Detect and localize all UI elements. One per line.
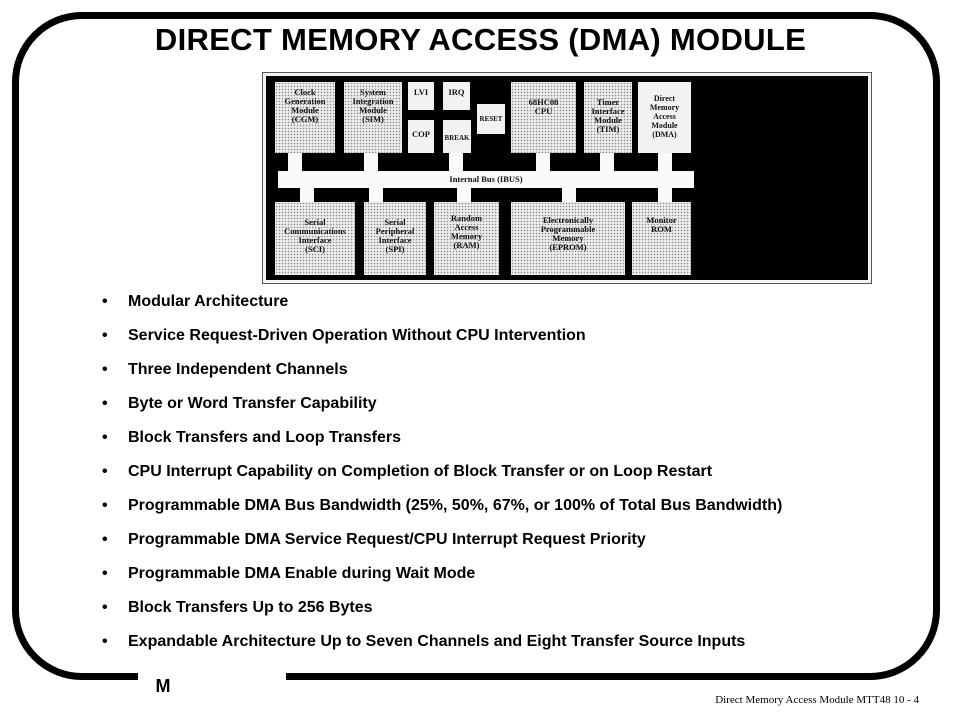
- feature-item: Block Transfers Up to 256 Bytes: [102, 597, 782, 631]
- feature-item: Block Transfers and Loop Transfers: [102, 427, 782, 461]
- feature-item: Three Independent Channels: [102, 359, 782, 393]
- bus-stub: [600, 153, 614, 171]
- feature-item: Programmable DMA Bus Bandwidth (25%, 50%…: [102, 495, 782, 529]
- bus-stub: [449, 153, 463, 171]
- block-irq: IRQ: [443, 82, 470, 110]
- feature-item: CPU Interrupt Capability on Completion o…: [102, 461, 782, 495]
- block-sci: Serial Communications Interface (SCI): [275, 202, 355, 275]
- block-ram: Random Access Memory (RAM): [434, 202, 499, 275]
- block-tim: Timer Interface Module (TIM): [584, 82, 632, 153]
- frame-gap: [138, 672, 286, 686]
- bus-stub: [562, 188, 576, 202]
- feature-item: Byte or Word Transfer Capability: [102, 393, 782, 427]
- feature-item: Service Request-Driven Operation Without…: [102, 325, 782, 359]
- bus-stub: [369, 188, 383, 202]
- bus-stub: [364, 153, 378, 171]
- block-dma: Direct Memory Access Module (DMA): [638, 82, 691, 153]
- block-cop: COP: [408, 120, 434, 153]
- block-eprom: Electronically Programmable Memory (EPRO…: [511, 202, 625, 275]
- block-break: BREAK: [443, 120, 471, 153]
- slide-title: DIRECT MEMORY ACCESS (DMA) MODULE: [154, 22, 807, 57]
- feature-item: Programmable DMA Enable during Wait Mode: [102, 563, 782, 597]
- block-reset: RESET: [477, 104, 505, 134]
- bus-stub: [300, 188, 314, 202]
- diagram-background: Clock Generation Module (CGM) System Int…: [266, 76, 868, 280]
- block-cgm: Clock Generation Module (CGM): [275, 82, 335, 153]
- bus-stub: [288, 153, 302, 171]
- block-monitor-rom: Monitor ROM: [632, 202, 691, 275]
- feature-item: Modular Architecture: [102, 291, 782, 325]
- company-logo: M: [155, 676, 171, 696]
- internal-bus: Internal Bus (IBUS): [278, 171, 694, 188]
- block-lvi: LVI: [408, 82, 434, 110]
- block-sim: System Integration Module (SIM): [344, 82, 402, 153]
- bus-stub: [658, 188, 672, 202]
- block-spi: Serial Peripheral Interface (SPI): [364, 202, 426, 275]
- slide-footer: Direct Memory Access Module MTT48 10 - 4: [715, 694, 919, 706]
- bus-stub: [658, 153, 672, 171]
- feature-list: Modular Architecture Service Request-Dri…: [102, 291, 782, 665]
- feature-item: Expandable Architecture Up to Seven Chan…: [102, 631, 782, 665]
- bus-stub: [536, 153, 550, 171]
- block-cpu: 68HC08 CPU: [511, 82, 576, 153]
- block-diagram: Clock Generation Module (CGM) System Int…: [262, 72, 872, 284]
- feature-item: Programmable DMA Service Request/CPU Int…: [102, 529, 782, 563]
- slide-frame: [12, 12, 940, 680]
- bus-stub: [457, 188, 471, 202]
